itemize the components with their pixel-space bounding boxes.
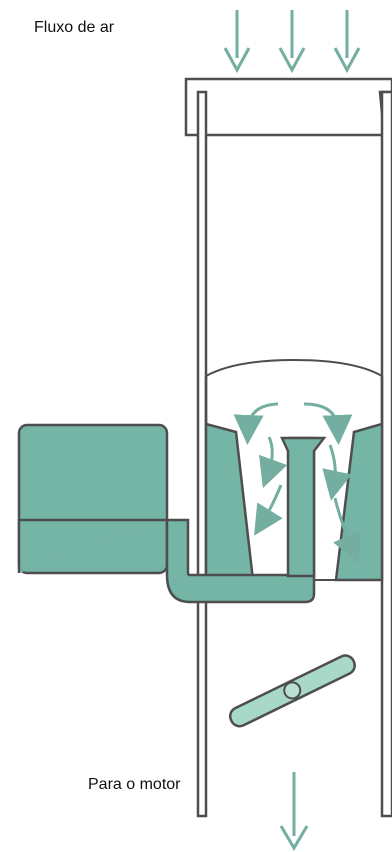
venturi-left — [204, 376, 255, 582]
fuel-channel — [17, 436, 316, 604]
flow-arrow-top-right — [303, 402, 353, 445]
venturi-right — [334, 376, 384, 582]
inlet-arrow-right-icon — [333, 10, 361, 74]
carburetor-body — [17, 77, 392, 818]
throttle-plate — [228, 654, 356, 728]
inlet-arrow-center-icon — [278, 10, 306, 74]
flow-arrow-lower-right — [333, 497, 361, 564]
flow-arrow-middle-right — [322, 444, 352, 501]
flow-arrow-top-left — [233, 402, 279, 445]
inlet-arrow-left-icon — [223, 10, 251, 74]
engine-label: Para o motor — [88, 776, 181, 793]
outlet-arrow-icon — [279, 772, 309, 851]
flow-arrows — [233, 402, 361, 564]
right-tube-wall — [380, 90, 392, 818]
flow-arrow-middle-left — [259, 436, 288, 489]
funnel-mouth — [184, 77, 392, 137]
flow-arrow-lower-left — [254, 484, 283, 536]
inlet-arrows — [223, 10, 361, 74]
fuel-nozzle — [280, 436, 327, 578]
venturi-top-outline — [205, 358, 383, 377]
airflow-label: Fluxo de ar — [34, 19, 115, 36]
